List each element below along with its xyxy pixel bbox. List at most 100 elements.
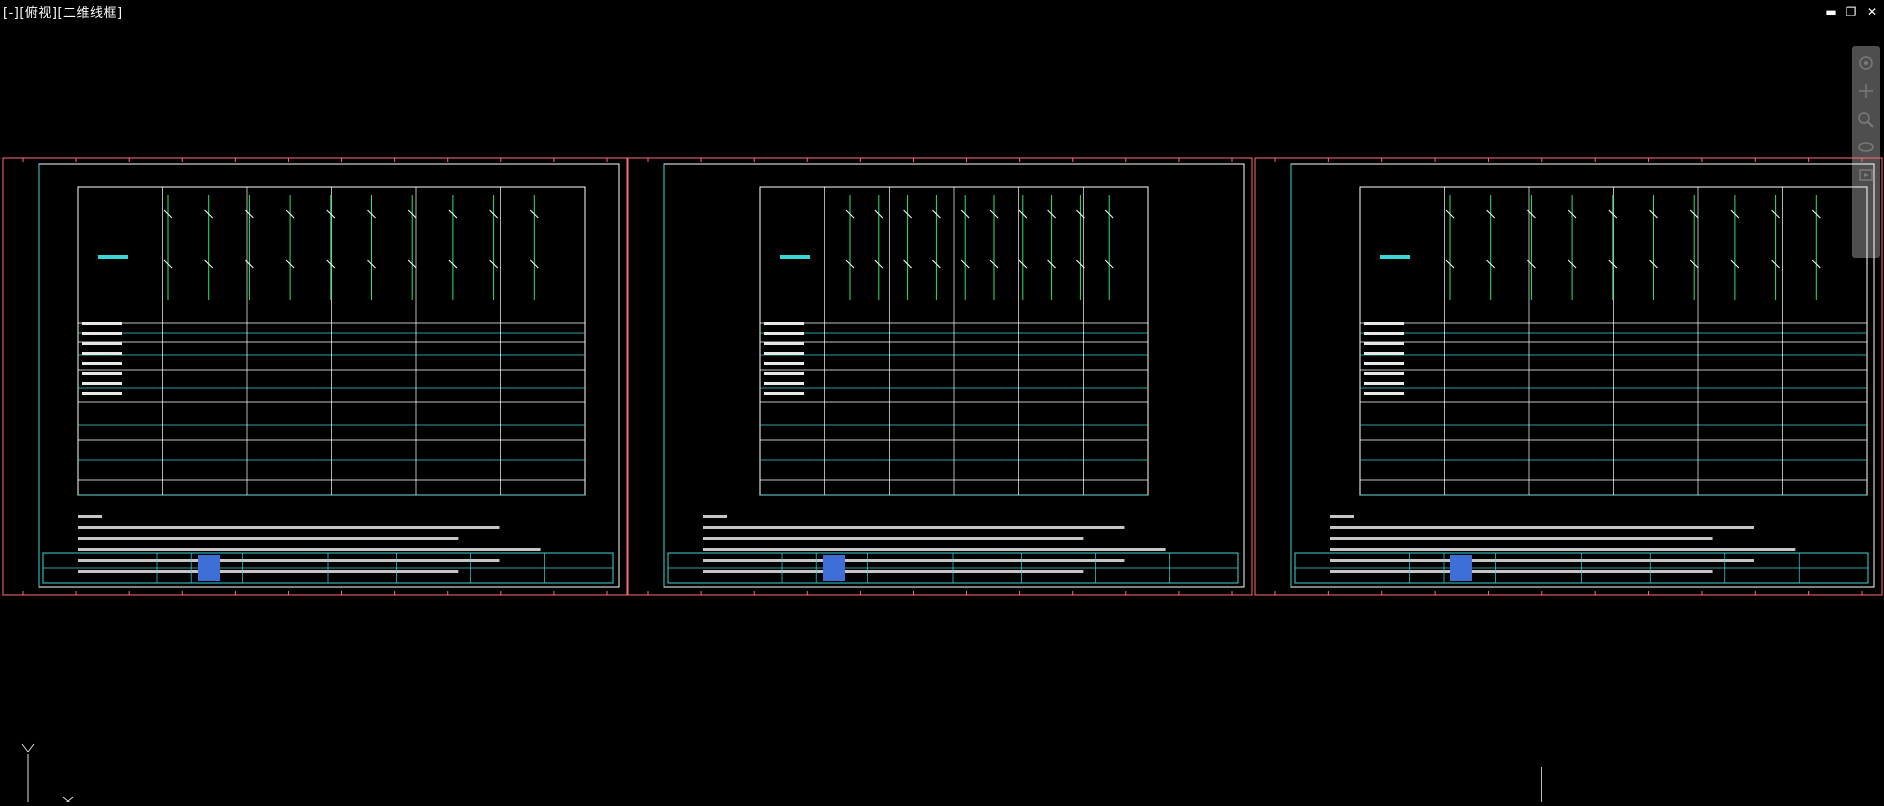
text-placeholder <box>82 332 122 335</box>
breaker-symbol <box>903 209 912 219</box>
breaker-symbol <box>1104 259 1114 269</box>
note-line <box>703 515 727 518</box>
note-line <box>1330 548 1796 551</box>
breaker-symbol <box>1047 259 1056 269</box>
breaker-symbol <box>1771 209 1780 219</box>
text-placeholder <box>82 352 122 355</box>
note-line <box>1330 537 1713 540</box>
breaker-symbol <box>874 209 884 219</box>
breaker-symbol <box>529 259 539 269</box>
zoom-icon[interactable] <box>1856 110 1876 128</box>
orbit-icon[interactable] <box>1856 138 1876 156</box>
breaker-symbol <box>845 259 855 269</box>
breaker-symbol <box>1104 209 1114 219</box>
note-line <box>1330 526 1754 529</box>
viewport-label[interactable]: [-][俯视][二维线框] <box>3 6 123 21</box>
breaker-symbol <box>1811 259 1821 269</box>
text-placeholder <box>1364 322 1404 325</box>
steering-wheel-icon[interactable] <box>1856 54 1876 72</box>
breaker-symbol <box>932 259 941 269</box>
breaker-symbol <box>204 209 214 219</box>
text-placeholder <box>82 392 122 395</box>
breaker-symbol <box>1730 259 1740 269</box>
breaker-symbol <box>367 209 376 219</box>
note-line <box>78 548 541 551</box>
breaker-symbol <box>1567 259 1577 269</box>
breaker-symbol <box>326 259 336 269</box>
company-logo <box>1450 555 1472 581</box>
text-placeholder <box>764 352 804 355</box>
breaker-symbol <box>1047 209 1056 219</box>
drawing-sheets[interactable] <box>0 150 1884 610</box>
note-line <box>703 548 1166 551</box>
breaker-symbol <box>1076 259 1085 269</box>
breaker-symbol <box>989 259 999 269</box>
breaker-symbol <box>448 259 458 269</box>
breaker-symbol <box>1811 209 1821 219</box>
showmotion-icon[interactable] <box>1856 166 1876 184</box>
text-placeholder <box>1364 342 1404 345</box>
ucs-icon <box>18 742 88 806</box>
text-placeholder <box>1364 332 1404 335</box>
sheet-frame <box>1290 163 1875 588</box>
breaker-symbol <box>204 259 214 269</box>
breaker-symbol <box>489 209 498 219</box>
breaker-symbol <box>1689 209 1699 219</box>
text-placeholder <box>82 362 122 365</box>
pan-icon[interactable] <box>1856 82 1876 100</box>
crosshair-line <box>1541 767 1542 802</box>
breaker-symbol <box>367 259 376 269</box>
label-block <box>780 255 810 259</box>
sheet-border <box>2 157 628 596</box>
breaker-symbol <box>163 259 173 269</box>
text-placeholder <box>764 322 804 325</box>
text-placeholder <box>764 372 804 375</box>
sheet-border <box>1254 157 1883 596</box>
breaker-symbol <box>1445 259 1455 269</box>
breaker-symbol <box>845 209 855 219</box>
label-block <box>98 255 128 259</box>
text-placeholder <box>1364 372 1404 375</box>
breaker-symbol <box>1018 209 1028 219</box>
breaker-symbol <box>874 259 884 269</box>
text-placeholder <box>764 362 804 365</box>
drawing-area[interactable] <box>0 150 1884 614</box>
breaker-symbol <box>1649 259 1658 269</box>
breaker-symbol <box>1018 259 1028 269</box>
breaker-symbol <box>1771 259 1780 269</box>
breaker-symbol <box>1486 259 1496 269</box>
breaker-symbol <box>407 259 417 269</box>
breaker-symbol <box>960 209 970 219</box>
text-placeholder <box>1364 352 1404 355</box>
minimize-icon[interactable]: ▬ <box>1825 5 1837 19</box>
note-line <box>703 526 1125 529</box>
note-line <box>1330 559 1754 562</box>
breaker-symbol <box>1076 209 1085 219</box>
breaker-symbol <box>285 259 295 269</box>
breaker-symbol <box>529 209 539 219</box>
breaker-symbol <box>1567 209 1577 219</box>
note-line <box>78 526 500 529</box>
breaker-symbol <box>1730 209 1740 219</box>
note-line <box>1330 515 1354 518</box>
navigation-bar[interactable] <box>1852 46 1880 258</box>
text-placeholder <box>764 332 804 335</box>
text-placeholder <box>764 342 804 345</box>
breaker-symbol <box>163 209 173 219</box>
breaker-symbol <box>489 259 498 269</box>
breaker-symbol <box>1608 259 1618 269</box>
note-line <box>703 570 1084 573</box>
text-placeholder <box>82 342 122 345</box>
text-placeholder <box>1364 362 1404 365</box>
note-line <box>1330 570 1713 573</box>
breaker-symbol <box>1689 259 1699 269</box>
breaker-symbol <box>448 209 458 219</box>
text-placeholder <box>764 392 804 395</box>
breaker-symbol <box>1486 209 1496 219</box>
breaker-symbol <box>1608 209 1618 219</box>
restore-icon[interactable]: ❐ <box>1845 5 1857 19</box>
text-placeholder <box>82 372 122 375</box>
sheet-border <box>627 157 1253 596</box>
note-line <box>78 559 500 562</box>
close-icon[interactable]: ✕ <box>1866 5 1878 19</box>
